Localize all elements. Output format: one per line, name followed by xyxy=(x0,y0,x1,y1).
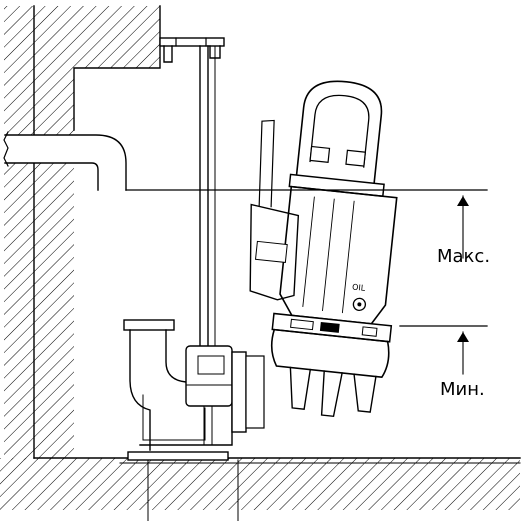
top-bracket xyxy=(159,37,225,63)
max-level-label: Макс. xyxy=(437,246,490,267)
min-level-label: Мин. xyxy=(440,379,485,400)
inlet-pipe xyxy=(0,131,127,191)
max-arrow-icon xyxy=(457,196,469,206)
guide-rail xyxy=(199,45,216,446)
sump-floor xyxy=(0,457,521,510)
left-wall xyxy=(4,5,161,460)
min-level-indicator: Мин. xyxy=(399,325,488,400)
discharge-base xyxy=(123,319,265,521)
max-level-indicator: Макс. xyxy=(125,189,490,267)
submersible-pump: OIL xyxy=(249,80,398,418)
min-arrow-icon xyxy=(457,332,469,342)
oil-marking: OIL xyxy=(352,283,367,293)
